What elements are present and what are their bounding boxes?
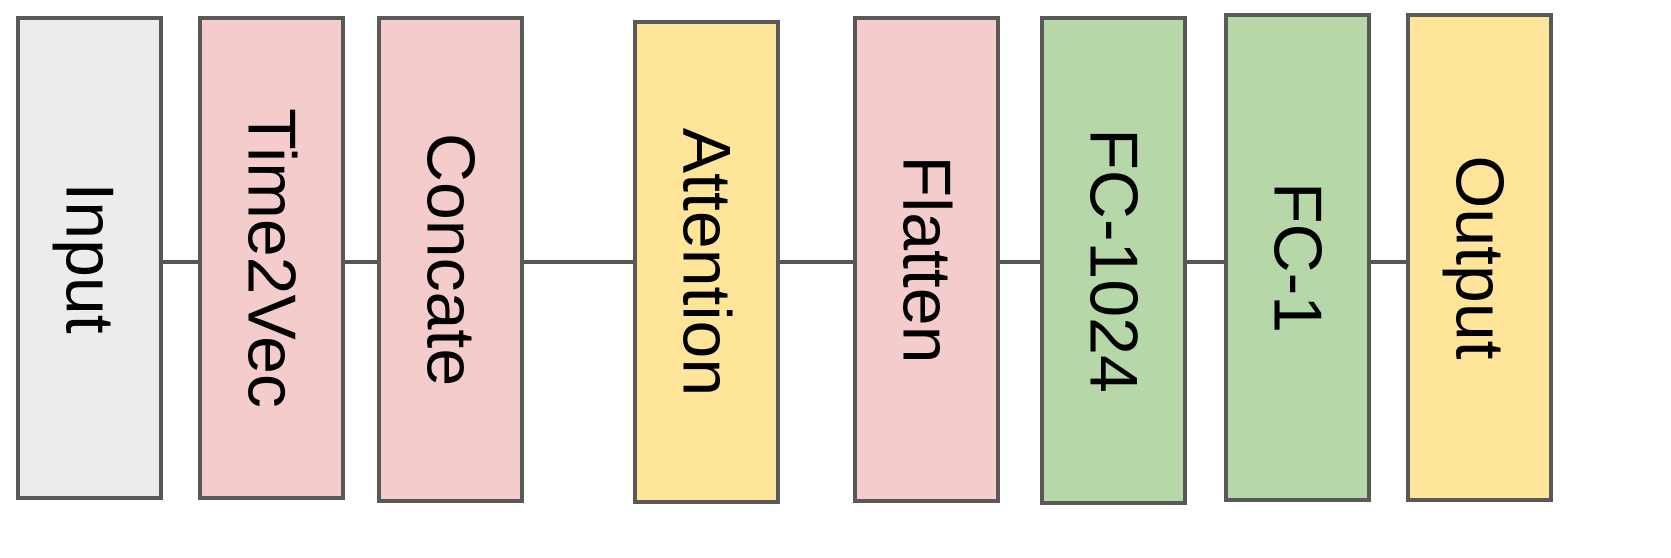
block-time2vec: Time2Vec xyxy=(198,16,345,500)
block-time2vec-label: Time2Vec xyxy=(234,108,310,408)
block-time2vec-box xyxy=(198,16,345,500)
block-output-label: Output xyxy=(1442,155,1518,359)
block-flatten-label: Flatten xyxy=(889,156,965,364)
block-flatten-box xyxy=(853,16,1000,503)
block-input-label: Input xyxy=(52,182,128,333)
block-input: Input xyxy=(16,16,163,500)
block-fc-1: FC-1 xyxy=(1224,13,1371,502)
block-attention: Attention xyxy=(633,20,780,504)
block-fc-1024: FC-1024 xyxy=(1040,16,1187,505)
block-fc-1-box xyxy=(1224,13,1371,502)
block-fc-1024-box xyxy=(1040,16,1187,505)
blocks: Input Time2Vec Concate Attention Flatten FC-1… xyxy=(16,13,1553,505)
block-output: Output xyxy=(1406,13,1553,502)
block-fc-1024-label: FC-1024 xyxy=(1076,128,1152,393)
block-output-box xyxy=(1406,13,1553,502)
block-concate-label: Concate xyxy=(413,133,489,386)
block-attention-box xyxy=(633,20,780,504)
block-attention-label: Attention xyxy=(669,128,745,396)
block-flatten: Flatten xyxy=(853,16,1000,503)
block-input-box xyxy=(16,16,163,500)
block-concate: Concate xyxy=(377,16,524,503)
block-concate-box xyxy=(377,16,524,503)
block-fc-1-label: FC-1 xyxy=(1260,182,1336,333)
